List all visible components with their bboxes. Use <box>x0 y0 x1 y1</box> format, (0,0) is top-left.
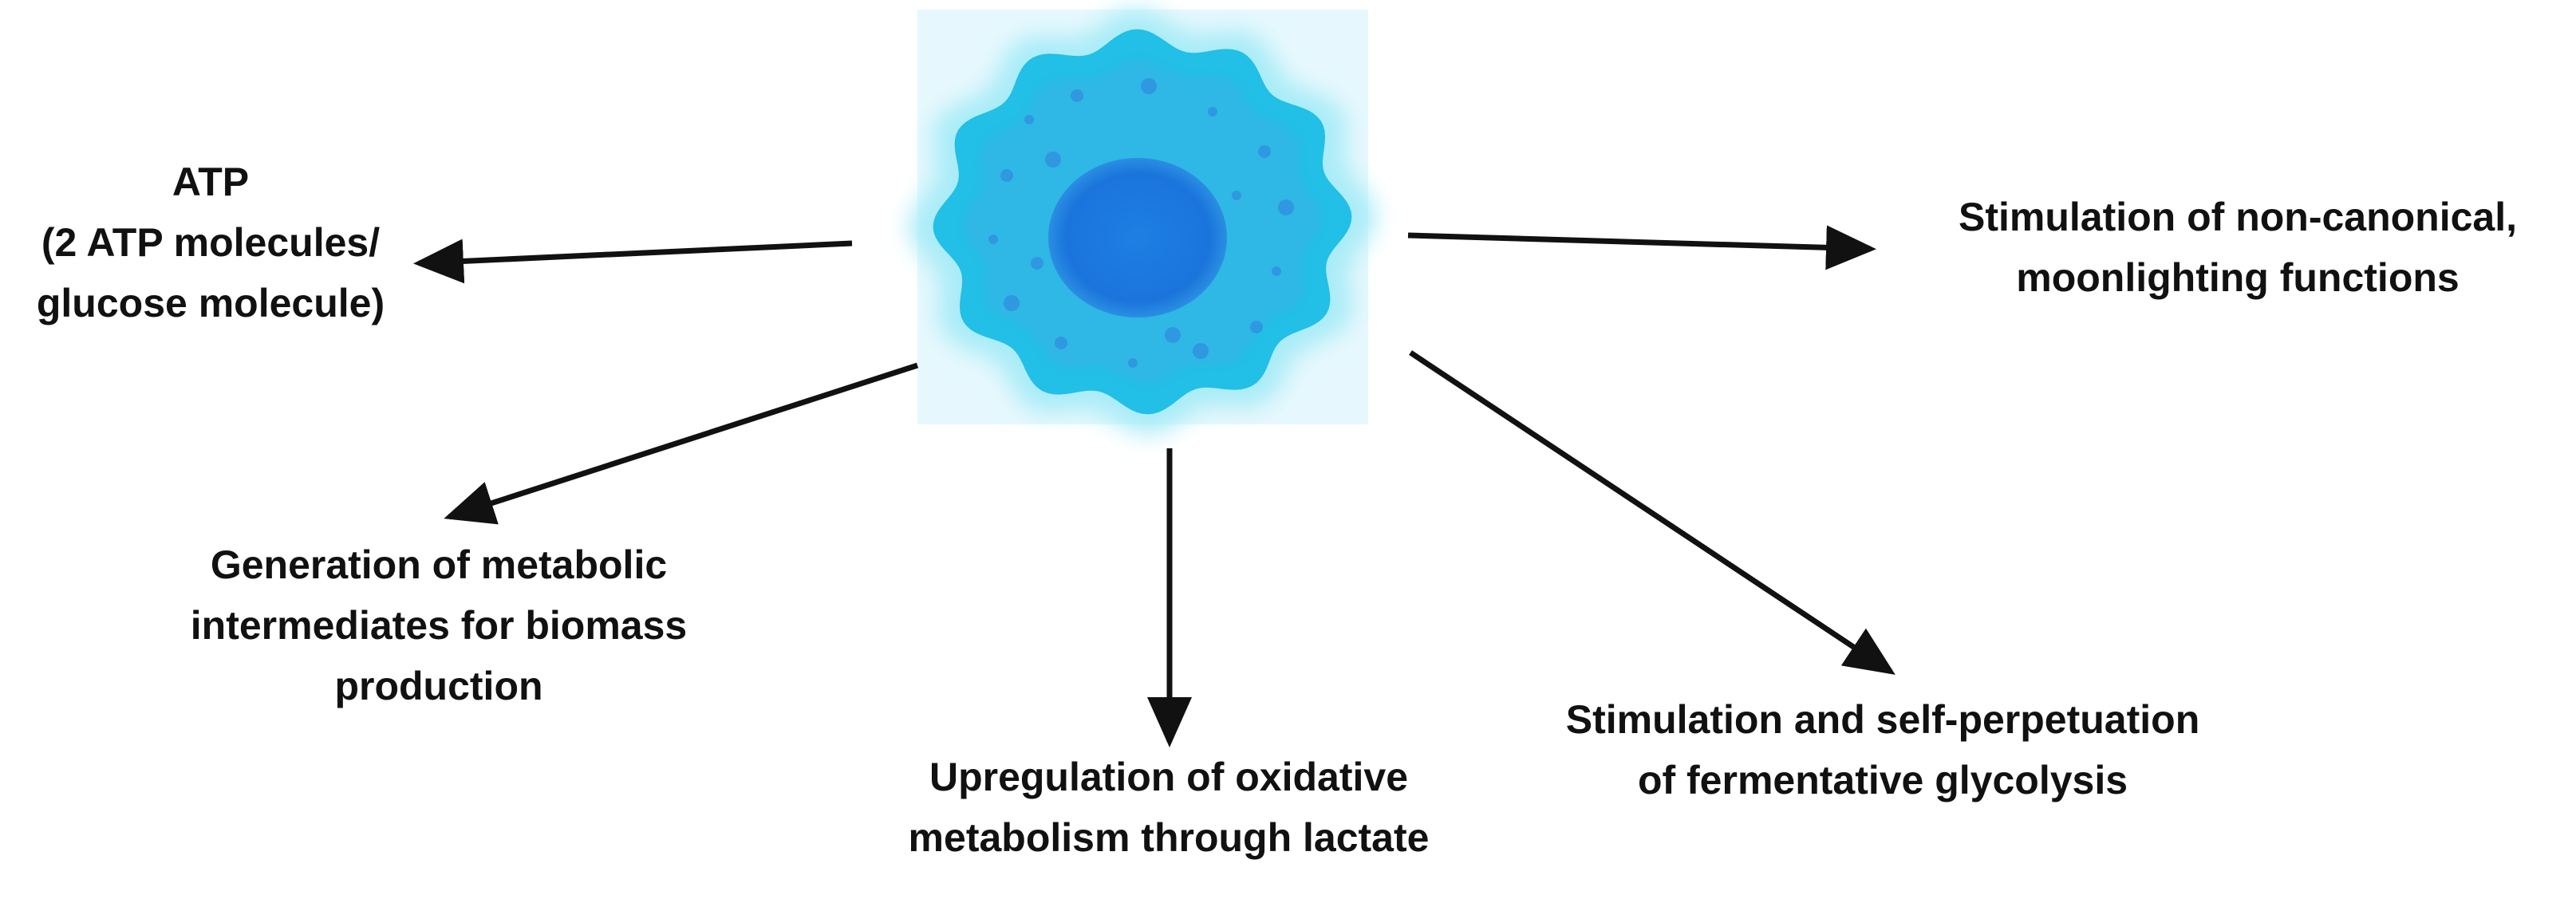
label-line: Stimulation of non-canonical, <box>1959 195 2517 239</box>
label-oxidative: Upregulation of oxidative metabolism thr… <box>858 747 1480 868</box>
cell-granule <box>1004 295 1020 311</box>
cell-granule <box>1278 199 1294 215</box>
cell-granule <box>1208 107 1217 116</box>
label-atp: ATP (2 ATP molecules/ glucose molecule) <box>0 152 421 333</box>
label-line: glucose molecule) <box>36 281 385 325</box>
label-line: ATP <box>172 160 250 204</box>
label-line: metabolism through lactate <box>908 815 1430 860</box>
label-non-canonical: Stimulation of non-canonical, moonlighti… <box>1907 187 2569 308</box>
label-line: Generation of metabolic <box>210 542 668 587</box>
cell-granule <box>1193 343 1209 359</box>
cell-granules <box>988 78 1294 368</box>
label-line: Upregulation of oxidative <box>929 755 1409 799</box>
label-fermentative: Stimulation and self-perpetuation of fer… <box>1484 689 2282 810</box>
label-biomass: Generation of metabolic intermediates fo… <box>116 534 762 716</box>
cell-nucleus <box>1048 158 1227 317</box>
arrows <box>413 225 1896 747</box>
cell-icon <box>909 9 1376 435</box>
label-line: of fermentative glycolysis <box>1637 758 2128 802</box>
arrow-to-atp <box>413 239 853 284</box>
cell-granule <box>1232 191 1241 200</box>
arrow-to-fermentative <box>1409 350 1896 675</box>
cell-granule <box>1141 78 1157 94</box>
cell-granule <box>1031 257 1043 270</box>
label-line: (2 ATP molecules/ <box>41 220 381 265</box>
cell-granule <box>1258 145 1271 158</box>
cell-granule <box>1165 327 1181 343</box>
cell-granule <box>1272 266 1281 276</box>
arrow-to-biomass <box>444 362 919 525</box>
cell-granule <box>1045 152 1061 168</box>
label-line: intermediates for biomass <box>190 603 688 648</box>
label-line: production <box>334 664 543 708</box>
cell-granule <box>1000 169 1013 182</box>
cell-granule <box>1024 115 1034 124</box>
cell-granule <box>1250 321 1263 333</box>
cell-granule <box>1055 337 1067 349</box>
cell-granule <box>1128 358 1138 368</box>
label-line: Stimulation and self-perpetuation <box>1565 697 2200 742</box>
cell-granule <box>988 235 998 244</box>
label-line: moonlighting functions <box>2016 255 2460 300</box>
cell-granule <box>1071 89 1083 102</box>
arrow-to-non-canonical <box>1407 225 1876 270</box>
